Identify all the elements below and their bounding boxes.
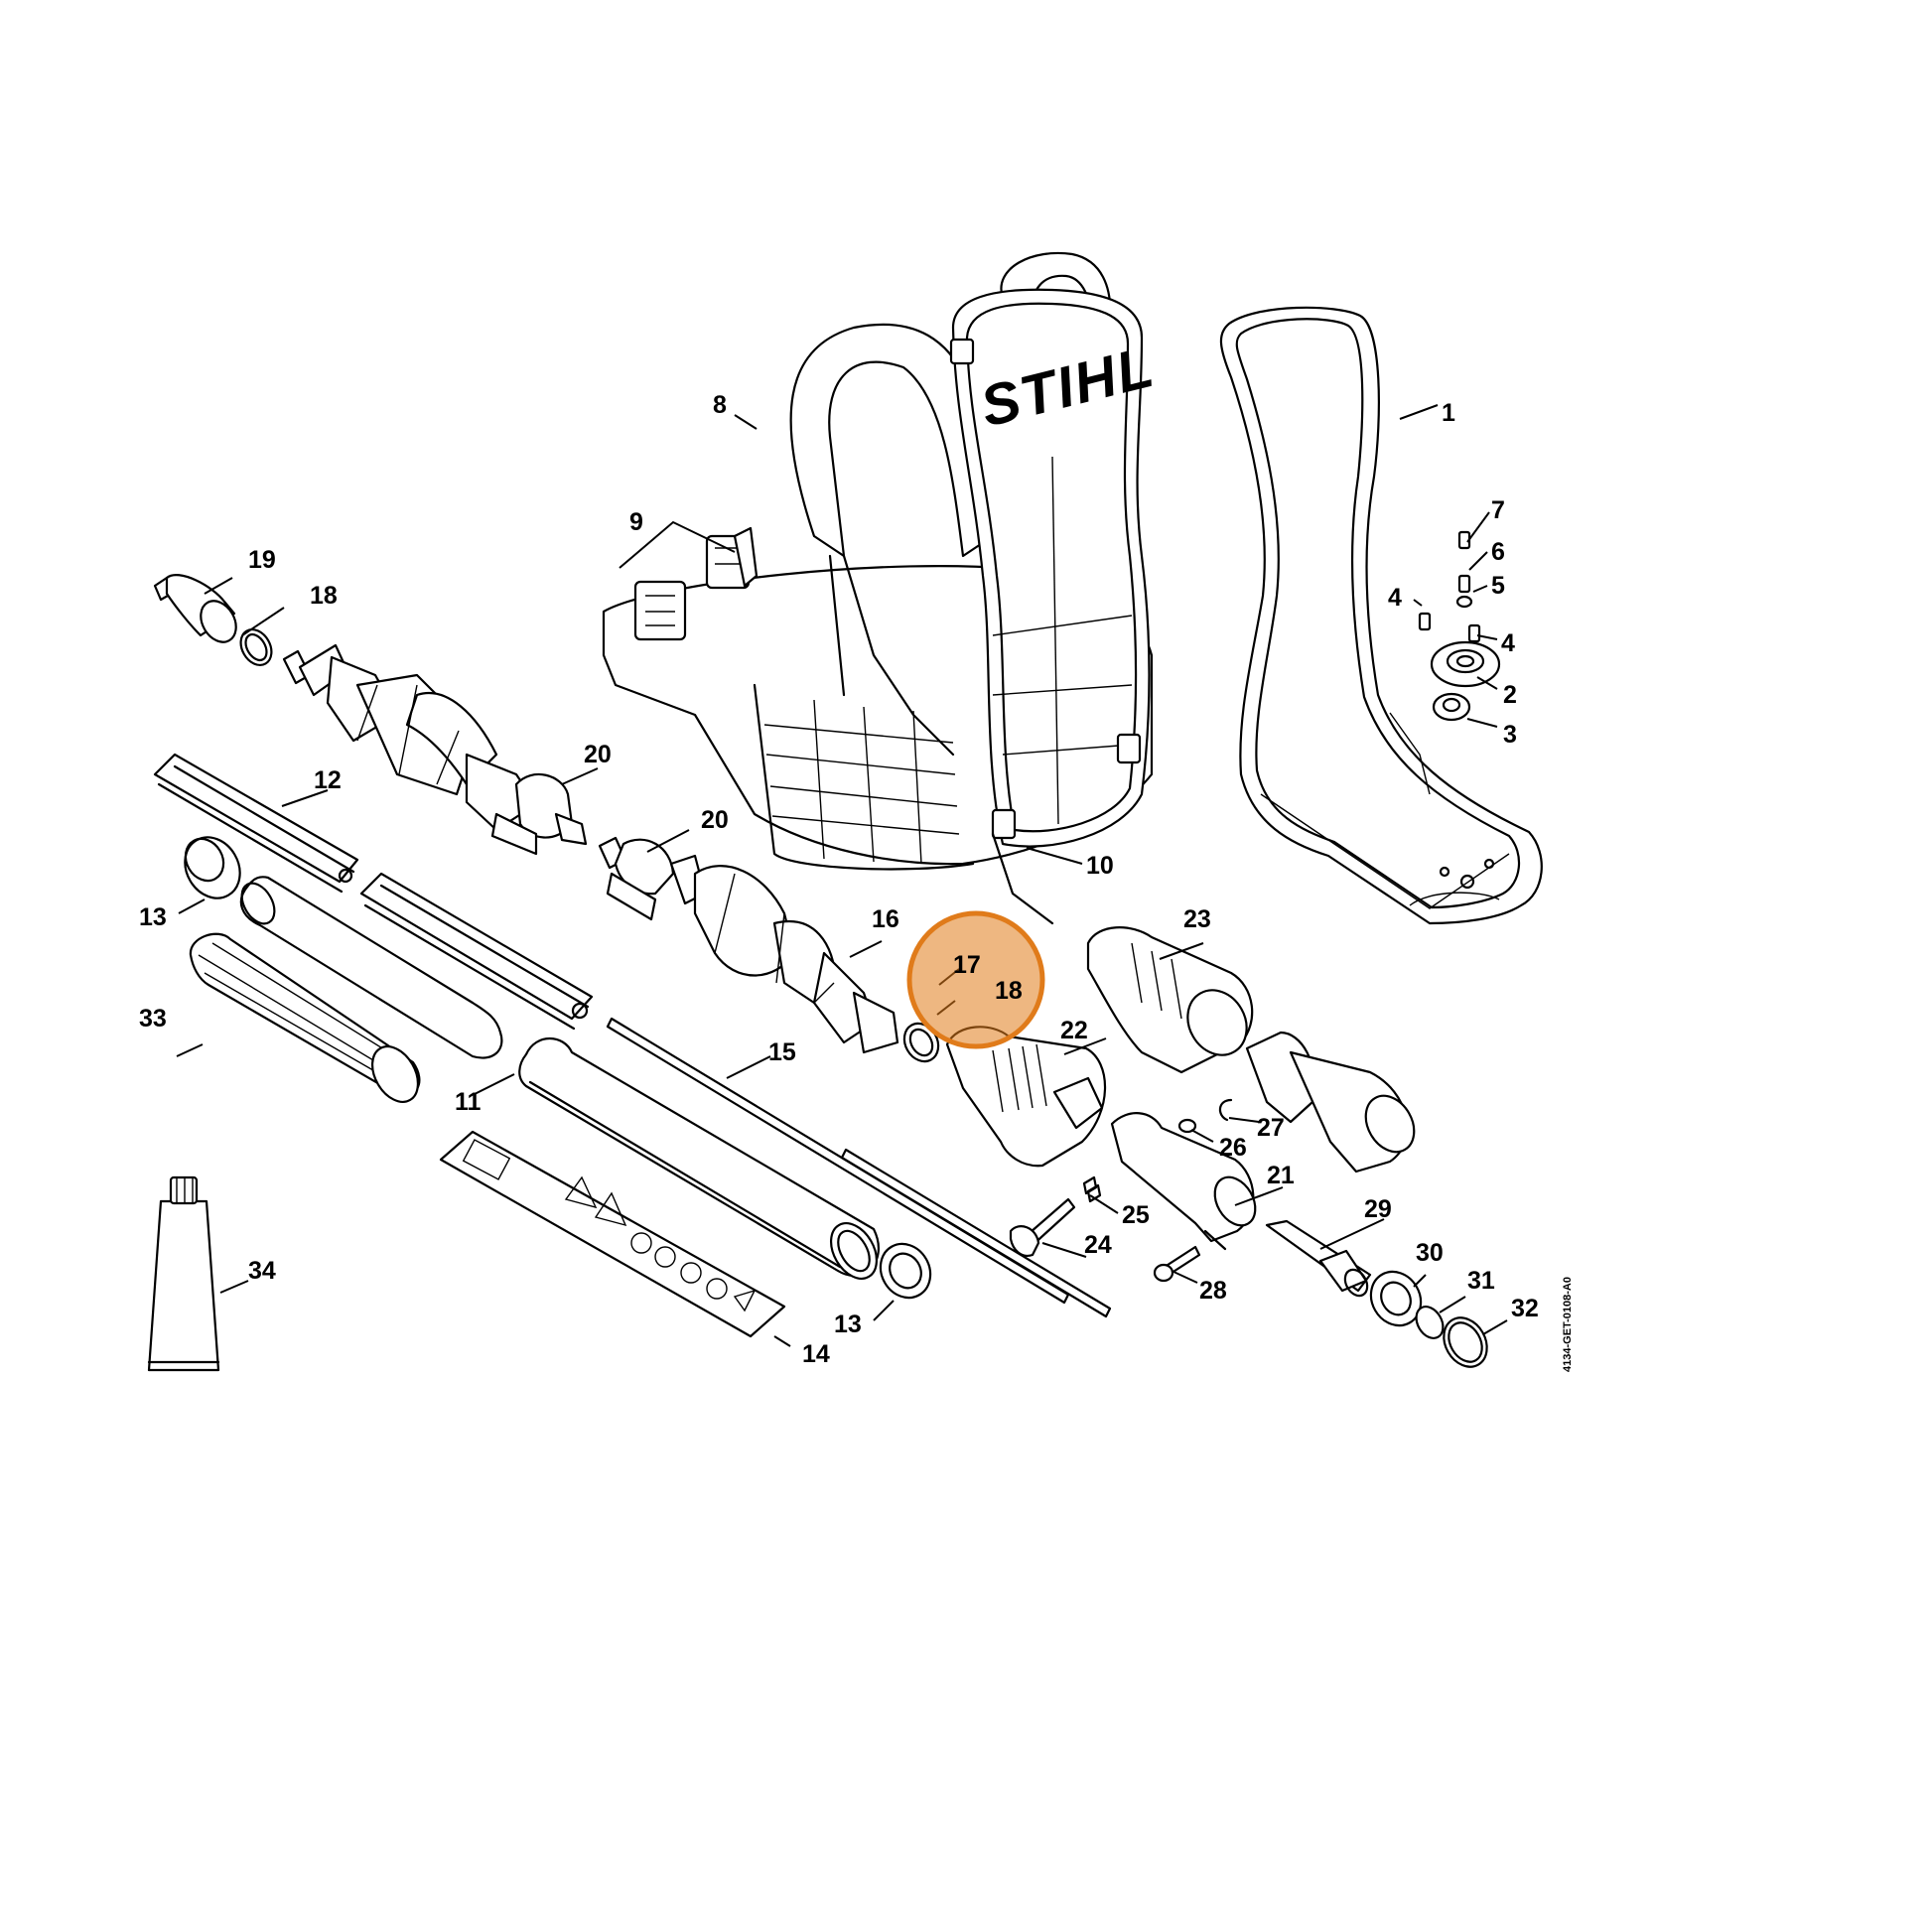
callout-12: 12 — [314, 766, 342, 794]
clamp-lower-part — [598, 836, 675, 921]
callout-22: 22 — [1060, 1017, 1088, 1044]
callout-3: 3 — [1503, 721, 1517, 749]
retaining-ring-large-part — [1443, 1316, 1488, 1368]
callout-32: 32 — [1511, 1295, 1539, 1322]
cap-lower-part — [879, 1242, 932, 1300]
upper-coupling-assembly — [153, 574, 588, 856]
callout-10: 10 — [1086, 852, 1114, 880]
callout-31: 31 — [1467, 1267, 1495, 1295]
circlip-part — [1218, 1098, 1233, 1122]
callout-20-upper: 20 — [584, 741, 612, 768]
pinion-shaft-part — [1265, 1219, 1372, 1298]
clamp-upper-part — [490, 773, 588, 856]
upper-drive-tube-part — [282, 643, 538, 832]
o-ring-upper — [239, 628, 273, 666]
callout-14: 14 — [802, 1340, 830, 1368]
callout-30: 30 — [1416, 1239, 1444, 1267]
callout-6: 6 — [1491, 538, 1505, 566]
callout-1: 1 — [1442, 399, 1455, 427]
callout-26: 26 — [1219, 1134, 1247, 1162]
shaft-tube-part — [518, 1037, 880, 1280]
highlight-circle — [906, 910, 1045, 1049]
lower-drive-tube-part — [669, 854, 899, 1054]
profile-rail-upper-part — [153, 753, 359, 894]
callout-27: 27 — [1257, 1114, 1285, 1142]
spring-part — [1082, 1175, 1102, 1203]
callout-7: 7 — [1491, 496, 1505, 524]
callout-29: 29 — [1364, 1195, 1392, 1223]
drive-shaft-part — [606, 1017, 1112, 1318]
callout-33: 33 — [139, 1005, 167, 1033]
warning-label-part — [439, 1130, 786, 1338]
callout-4-left: 4 — [1388, 584, 1402, 612]
cap-upper-part — [184, 836, 241, 899]
profile-rail-lower-part — [359, 872, 594, 1031]
inner-tube-part — [239, 876, 503, 1059]
callout-20-lower: 20 — [701, 806, 729, 834]
callout-9: 9 — [629, 508, 643, 536]
callout-17: 17 — [953, 951, 981, 979]
callout-28: 28 — [1199, 1277, 1227, 1305]
callout-18-upper: 18 — [310, 582, 338, 610]
callout-11: 11 — [455, 1088, 482, 1116]
leader-lines — [176, 404, 1508, 1347]
bearing-sleeve-part — [1110, 1112, 1257, 1251]
gear-housing-part — [1086, 926, 1416, 1173]
callout-13-left: 13 — [139, 903, 167, 931]
callout-24: 24 — [1084, 1231, 1112, 1259]
washer-part — [1177, 1118, 1197, 1134]
ball-bearing-lower-part — [1369, 1270, 1423, 1327]
bearing-flange-part — [1430, 640, 1501, 688]
grease-tube-part — [147, 1175, 220, 1372]
screw-part — [1418, 530, 1481, 643]
retaining-ring-small-part — [1415, 1306, 1445, 1339]
hardware-cluster — [1418, 530, 1501, 722]
callout-13-right: 13 — [834, 1311, 862, 1338]
callout-4-right: 4 — [1501, 629, 1515, 657]
callout-5: 5 — [1491, 572, 1505, 600]
backpack-harness-part: STIHL — [602, 251, 1161, 925]
gear-head-assembly — [945, 926, 1488, 1368]
callout-34: 34 — [248, 1257, 276, 1285]
protective-cap-part — [153, 574, 237, 643]
clamp-screw-part — [1009, 1197, 1076, 1257]
callout-16: 16 — [872, 905, 899, 933]
waist-buckle-part — [633, 526, 759, 641]
callout-2: 2 — [1503, 681, 1517, 709]
threaded-sleeve-part — [945, 1026, 1107, 1168]
callout-19: 19 — [248, 546, 276, 574]
callout-8: 8 — [713, 391, 727, 419]
lower-coupling-assembly — [598, 836, 940, 1063]
backplate-frame-part — [1219, 306, 1543, 925]
callout-25: 25 — [1122, 1201, 1150, 1229]
callout-18-lower: 18 — [995, 977, 1023, 1005]
ball-bearing-part — [1432, 692, 1471, 722]
screw-lower-part — [1153, 1245, 1201, 1283]
document-id: 4134-GET-0108-A0 — [1562, 1277, 1574, 1372]
callout-15: 15 — [768, 1038, 796, 1066]
tube-profiles — [153, 753, 1112, 1318]
callout-21: 21 — [1267, 1162, 1295, 1189]
damper-part — [189, 932, 421, 1103]
callout-23: 23 — [1183, 905, 1211, 933]
callout-labels: 1 2 3 4 4 5 6 7 8 9 10 11 12 13 13 14 15… — [139, 391, 1539, 1368]
